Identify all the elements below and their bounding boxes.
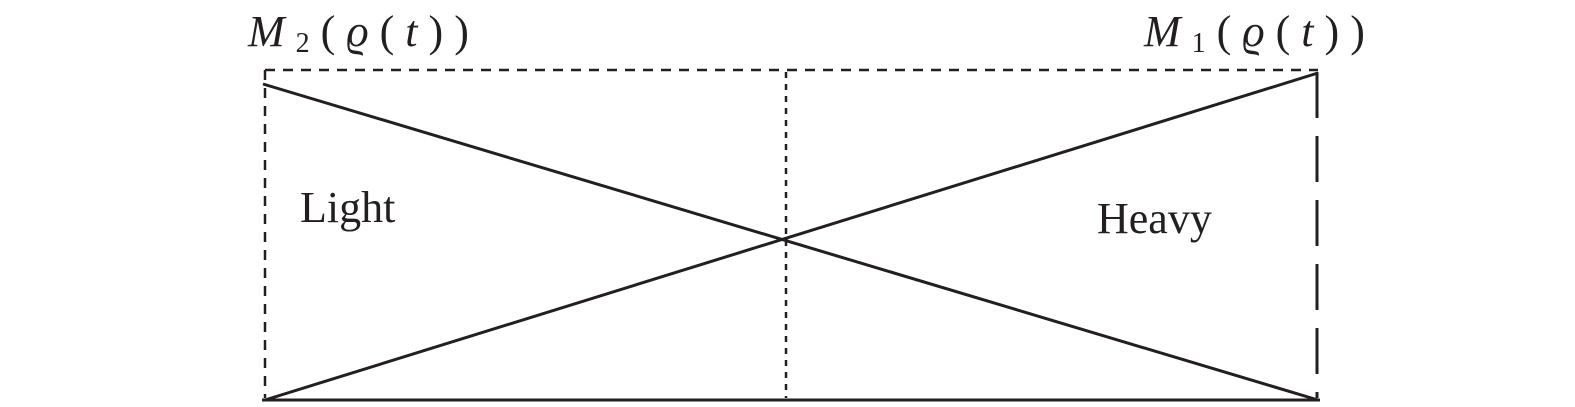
m2-decreasing-line [262,82,1319,402]
m2-var: t [405,7,419,56]
m2-inner-close-paren: ) [429,7,444,56]
m2-close-paren: ) [454,7,469,56]
m1-close-paren: ) [1350,7,1365,56]
heavy-region-label: Heavy [1097,194,1212,243]
m1-open-paren: ( [1217,7,1232,56]
m1-membership-label: M 1 ( ϱ ( t ) ) [1143,7,1365,62]
m2-inner-open-paren: ( [380,7,395,56]
m1-var: t [1301,7,1315,56]
m1-increasing-line [264,71,1319,402]
m1-rho: ϱ [1242,7,1264,56]
m1-subscript: 1 [1192,28,1206,59]
m1-symbol: M [1143,7,1183,56]
m1-inner-close-paren: ) [1325,7,1340,56]
m1-inner-open-paren: ( [1276,7,1291,56]
m2-open-paren: ( [321,7,336,56]
m2-symbol: M [247,7,287,56]
m2-subscript: 2 [296,28,310,59]
m2-membership-label: M 2 ( ϱ ( t ) ) [247,7,469,62]
light-region-label: Light [300,183,395,232]
m2-rho: ϱ [346,7,368,56]
